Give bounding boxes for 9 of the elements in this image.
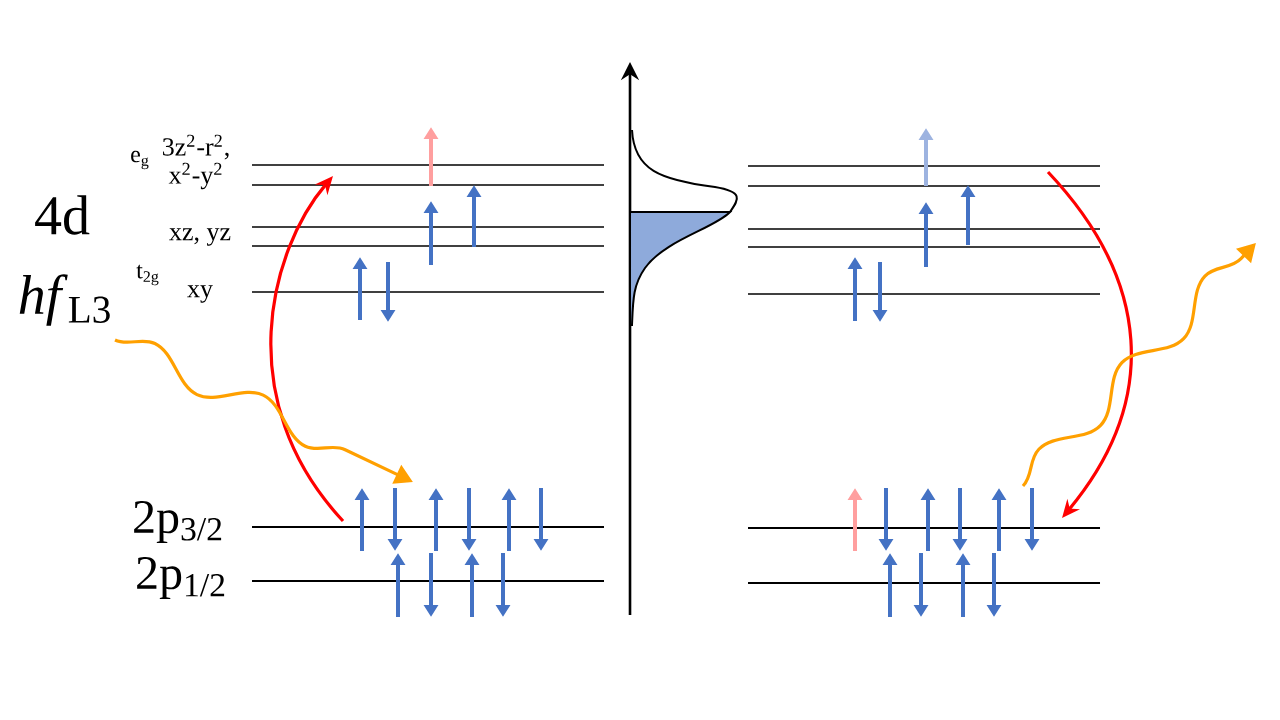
level-label: t$_{2g}$ [136, 264, 159, 286]
level-label: e$_{g}$ [131, 150, 149, 170]
level-label: hf$_{L3}$ [19, 274, 110, 326]
level-label: 2p$_{3/2}$ [134, 501, 222, 543]
level-label: xy [187, 285, 213, 303]
level-label: x$^{2}$-y$^{2}$ [168, 162, 222, 190]
level-label: 4d [35, 195, 90, 235]
level-label: 2p$_{1/2}$ [137, 557, 225, 599]
level-label: xz, yz [169, 228, 231, 246]
